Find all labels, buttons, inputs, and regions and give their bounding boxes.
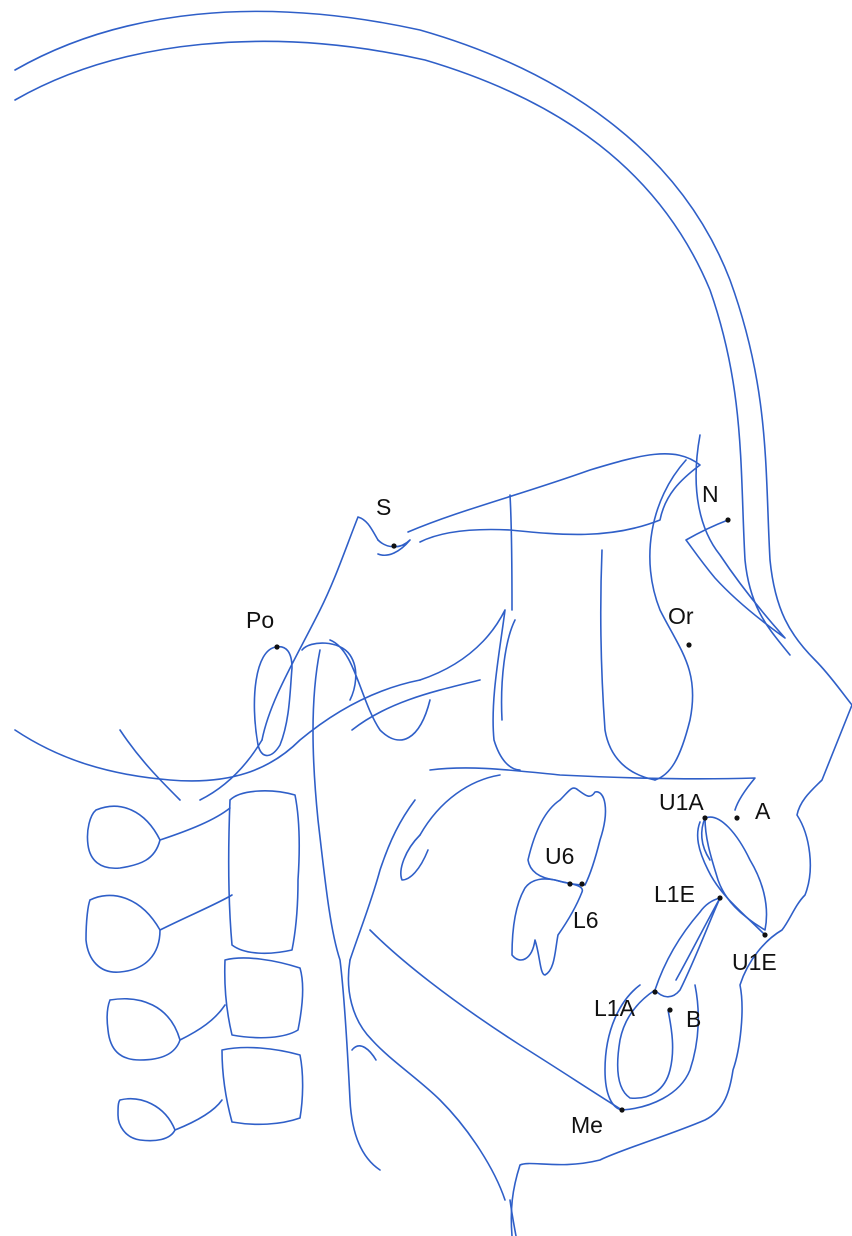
point-U1A xyxy=(702,815,707,820)
point-U1E xyxy=(762,932,767,937)
upper-molar xyxy=(528,788,605,885)
label-L1E: L1E xyxy=(654,881,695,907)
point-A xyxy=(734,815,739,820)
point-Me xyxy=(619,1107,624,1112)
label-L1A: L1A xyxy=(594,995,636,1021)
label-S: S xyxy=(376,494,391,520)
point-Or xyxy=(686,642,691,647)
point-L1E xyxy=(717,895,722,900)
porion-mastoid xyxy=(15,647,420,800)
mandible xyxy=(302,643,622,1236)
sella-clivus xyxy=(200,517,430,800)
label-B: B xyxy=(686,1006,701,1032)
lower-molar xyxy=(512,879,582,975)
label-U1E: U1E xyxy=(732,949,777,975)
label-Me: Me xyxy=(571,1112,603,1138)
label-N: N xyxy=(702,481,719,507)
point-S xyxy=(391,543,396,548)
point-L6 xyxy=(579,881,584,886)
point-N xyxy=(725,517,730,522)
cervical-vertebrae xyxy=(86,791,303,1141)
upper-incisor xyxy=(698,817,767,935)
point-L1A xyxy=(652,989,657,994)
point-B xyxy=(667,1007,672,1012)
label-Po: Po xyxy=(246,607,274,633)
label-Or: Or xyxy=(668,603,694,629)
skull-outline xyxy=(15,11,852,705)
point-U6 xyxy=(567,881,572,886)
label-U1A: U1A xyxy=(659,789,704,815)
maxilla xyxy=(352,610,755,810)
label-L6: L6 xyxy=(573,907,599,933)
lower-incisor xyxy=(655,898,720,997)
label-A: A xyxy=(755,798,771,824)
label-U6: U6 xyxy=(545,843,574,869)
point-Po xyxy=(274,644,279,649)
